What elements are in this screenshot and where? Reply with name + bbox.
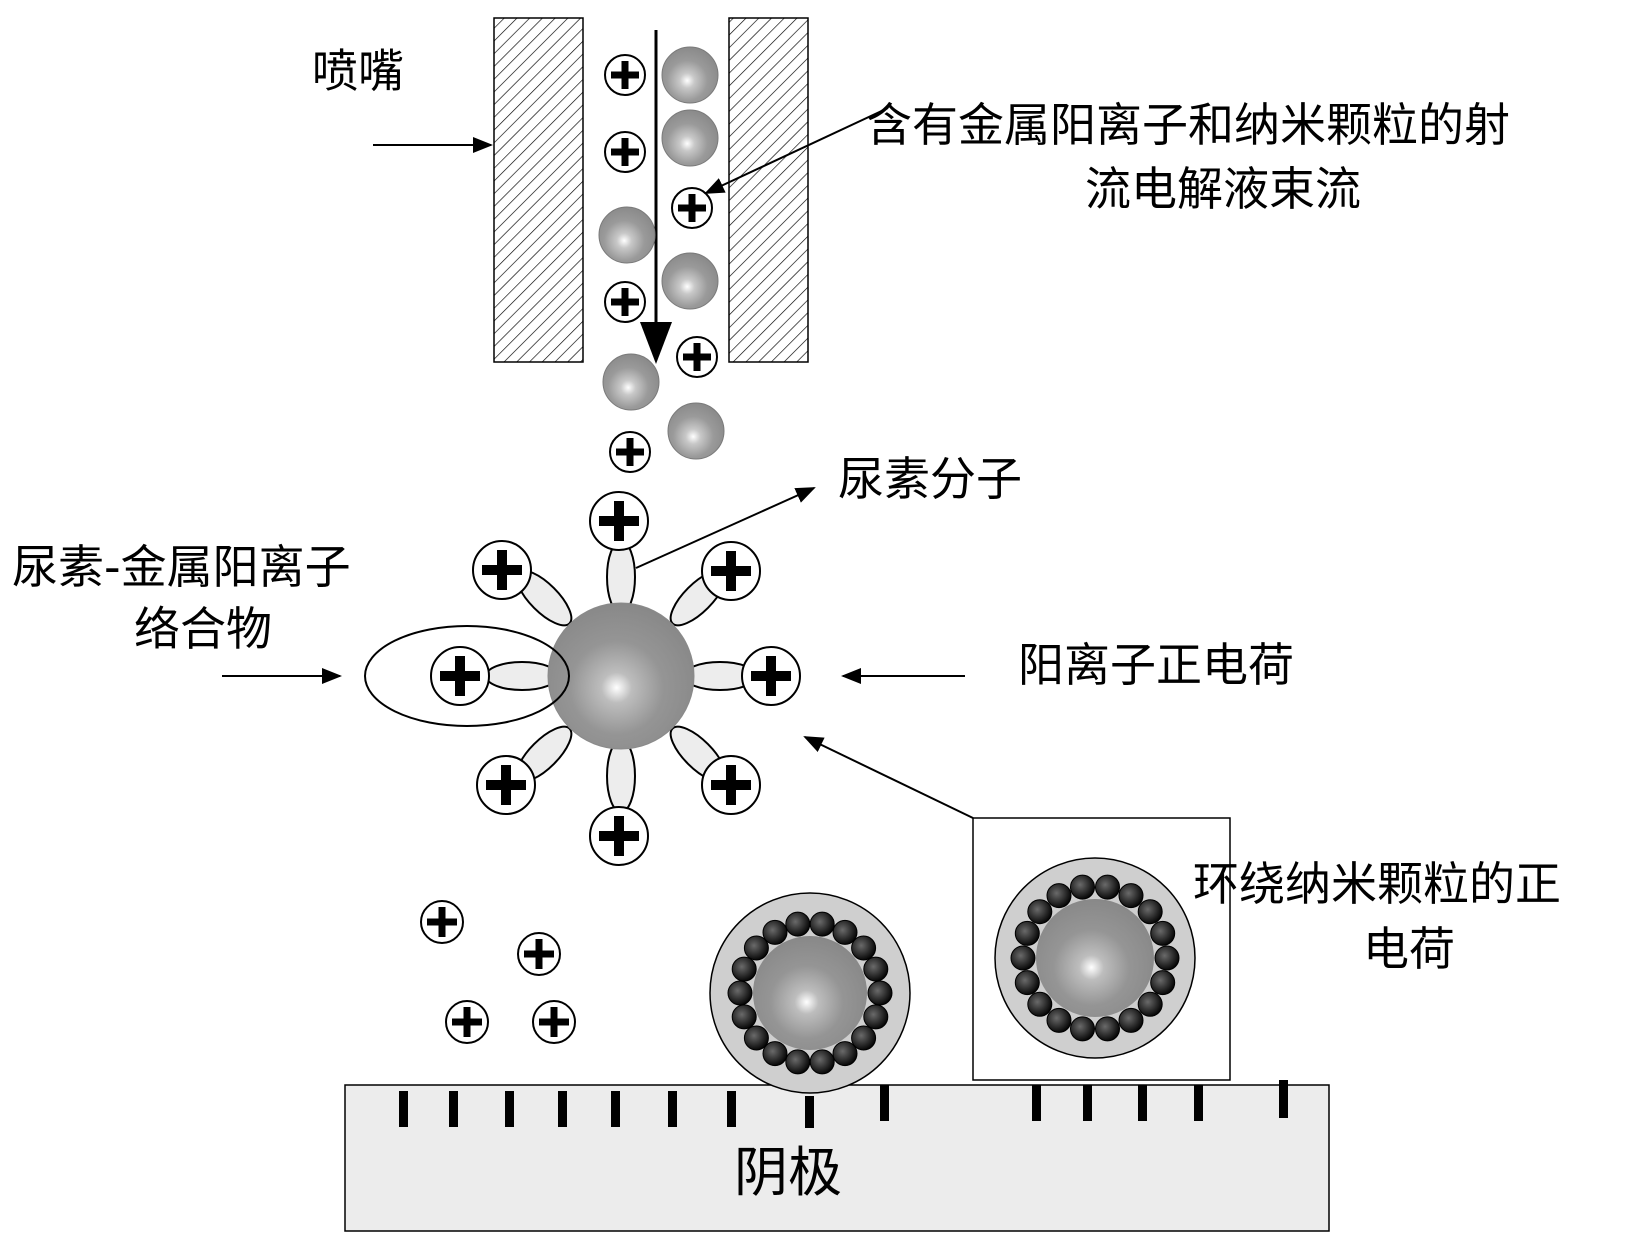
surface-charge-bead: [851, 1025, 877, 1051]
cation-icon: [676, 336, 718, 378]
surface-charge-bead: [1027, 899, 1053, 925]
surface-charge-bead: [1118, 1007, 1144, 1033]
surface-charge-bead: [762, 1041, 788, 1067]
jet-cations: [604, 54, 718, 473]
cation-icon: [671, 187, 713, 229]
label-urea-molecule: 尿素分子: [838, 452, 1022, 506]
surface-charge-bead: [1137, 991, 1163, 1017]
arrow-urea: [635, 487, 816, 569]
nanoparticle: [598, 206, 656, 264]
surface-charge-bead: [785, 1049, 811, 1075]
surface-charge-bead: [727, 980, 753, 1006]
urea-molecule: [485, 661, 559, 691]
jet-nanoparticles: [598, 46, 725, 460]
nozzle: [493, 17, 809, 363]
cation-icon: [701, 541, 761, 601]
cation-icon: [589, 806, 649, 866]
arrow-jet: [704, 107, 889, 194]
cation-icon: [604, 281, 646, 323]
surface-charge-bead: [832, 1041, 858, 1067]
nanoparticle: [661, 46, 719, 104]
surface-charge-bead: [1118, 883, 1144, 909]
surface-charge-bead: [1150, 920, 1176, 946]
inset-box: [972, 817, 1231, 1081]
surface-charge-bead: [1046, 1007, 1072, 1033]
label-complex-line1: 尿素-金属阳离子: [12, 540, 351, 594]
cation-icon: [430, 646, 490, 706]
pointer-arrows: [222, 107, 974, 819]
nozzle-wall-left: [493, 17, 584, 363]
surface-charge-bead: [731, 1004, 757, 1030]
surface-charge-bead: [1046, 883, 1072, 909]
cation-icon: [472, 540, 532, 600]
surface-charge-bead: [1014, 970, 1040, 996]
label-complex-line2: 络合物: [134, 602, 272, 656]
inset-coated-nanoparticle: [994, 857, 1196, 1059]
surface-charge-bead: [743, 935, 769, 961]
surface-charge-bead: [1150, 970, 1176, 996]
cation-icon: [517, 932, 561, 976]
cation-icon: [604, 54, 646, 96]
nozzle-wall-right: [728, 17, 809, 363]
surface-charge-bead: [1010, 945, 1036, 971]
cation-icon: [604, 131, 646, 173]
complex-cations: [430, 491, 801, 866]
cation-icon: [589, 491, 649, 551]
label-nozzle: 喷嘴: [312, 44, 404, 98]
label-jet-line2: 流电解液束流: [1085, 162, 1361, 216]
surface-charge-bead: [809, 911, 835, 937]
cation-icon: [532, 1000, 576, 1044]
surface-charge-bead: [867, 980, 893, 1006]
cation-icon: [609, 431, 651, 473]
cation-icon: [476, 755, 536, 815]
label-jet-line1: 含有金属阳离子和纳米颗粒的射: [866, 98, 1510, 152]
surface-charge-bead: [785, 911, 811, 937]
cation-icon: [420, 900, 464, 944]
surface-charge-bead: [1137, 899, 1163, 925]
cathode-charge-marks: [399, 1080, 1288, 1128]
surface-charge-bead: [1154, 945, 1180, 971]
surface-charge-bead: [863, 1004, 889, 1030]
urea-molecule: [606, 540, 636, 614]
surface-charge-bead: [863, 956, 889, 982]
surface-charge-bead: [1070, 1016, 1095, 1042]
label-cation-charge: 阳离子正电荷: [1018, 638, 1294, 692]
central-nanoparticle: [547, 602, 695, 750]
cation-icon: [701, 755, 761, 815]
coated-nanoparticle: [709, 892, 911, 1094]
free-cations: [420, 900, 576, 1044]
label-cathode: 阴极: [734, 1141, 842, 1204]
surface-charge-bead: [1027, 991, 1053, 1017]
arrow-surround-charge: [803, 736, 974, 819]
surface-charge-bead: [1095, 1016, 1120, 1042]
nanoparticle: [667, 402, 725, 460]
urea-molecule: [606, 739, 636, 813]
surface-charge-bead: [731, 956, 757, 982]
nanoparticle: [661, 252, 719, 310]
complex-highlight-ellipse: [364, 625, 570, 727]
cation-icon: [741, 646, 801, 706]
label-surround-line2: 电荷: [1363, 922, 1455, 976]
label-surround-line1: 环绕纳米颗粒的正: [1193, 857, 1561, 911]
surface-charge-bead: [809, 1049, 835, 1075]
surface-charge-bead: [851, 935, 877, 961]
surface-charge-bead: [1070, 874, 1095, 900]
nanoparticle: [661, 109, 719, 167]
surface-charge-bead: [1095, 874, 1120, 900]
cation-icon: [445, 1000, 489, 1044]
nanoparticle: [602, 353, 660, 411]
surface-charge-bead: [743, 1025, 769, 1051]
surface-charge-bead: [762, 919, 788, 945]
jet-flow-arrowhead: [640, 322, 672, 364]
surface-charge-bead: [1014, 920, 1040, 946]
surface-charge-bead: [832, 919, 858, 945]
